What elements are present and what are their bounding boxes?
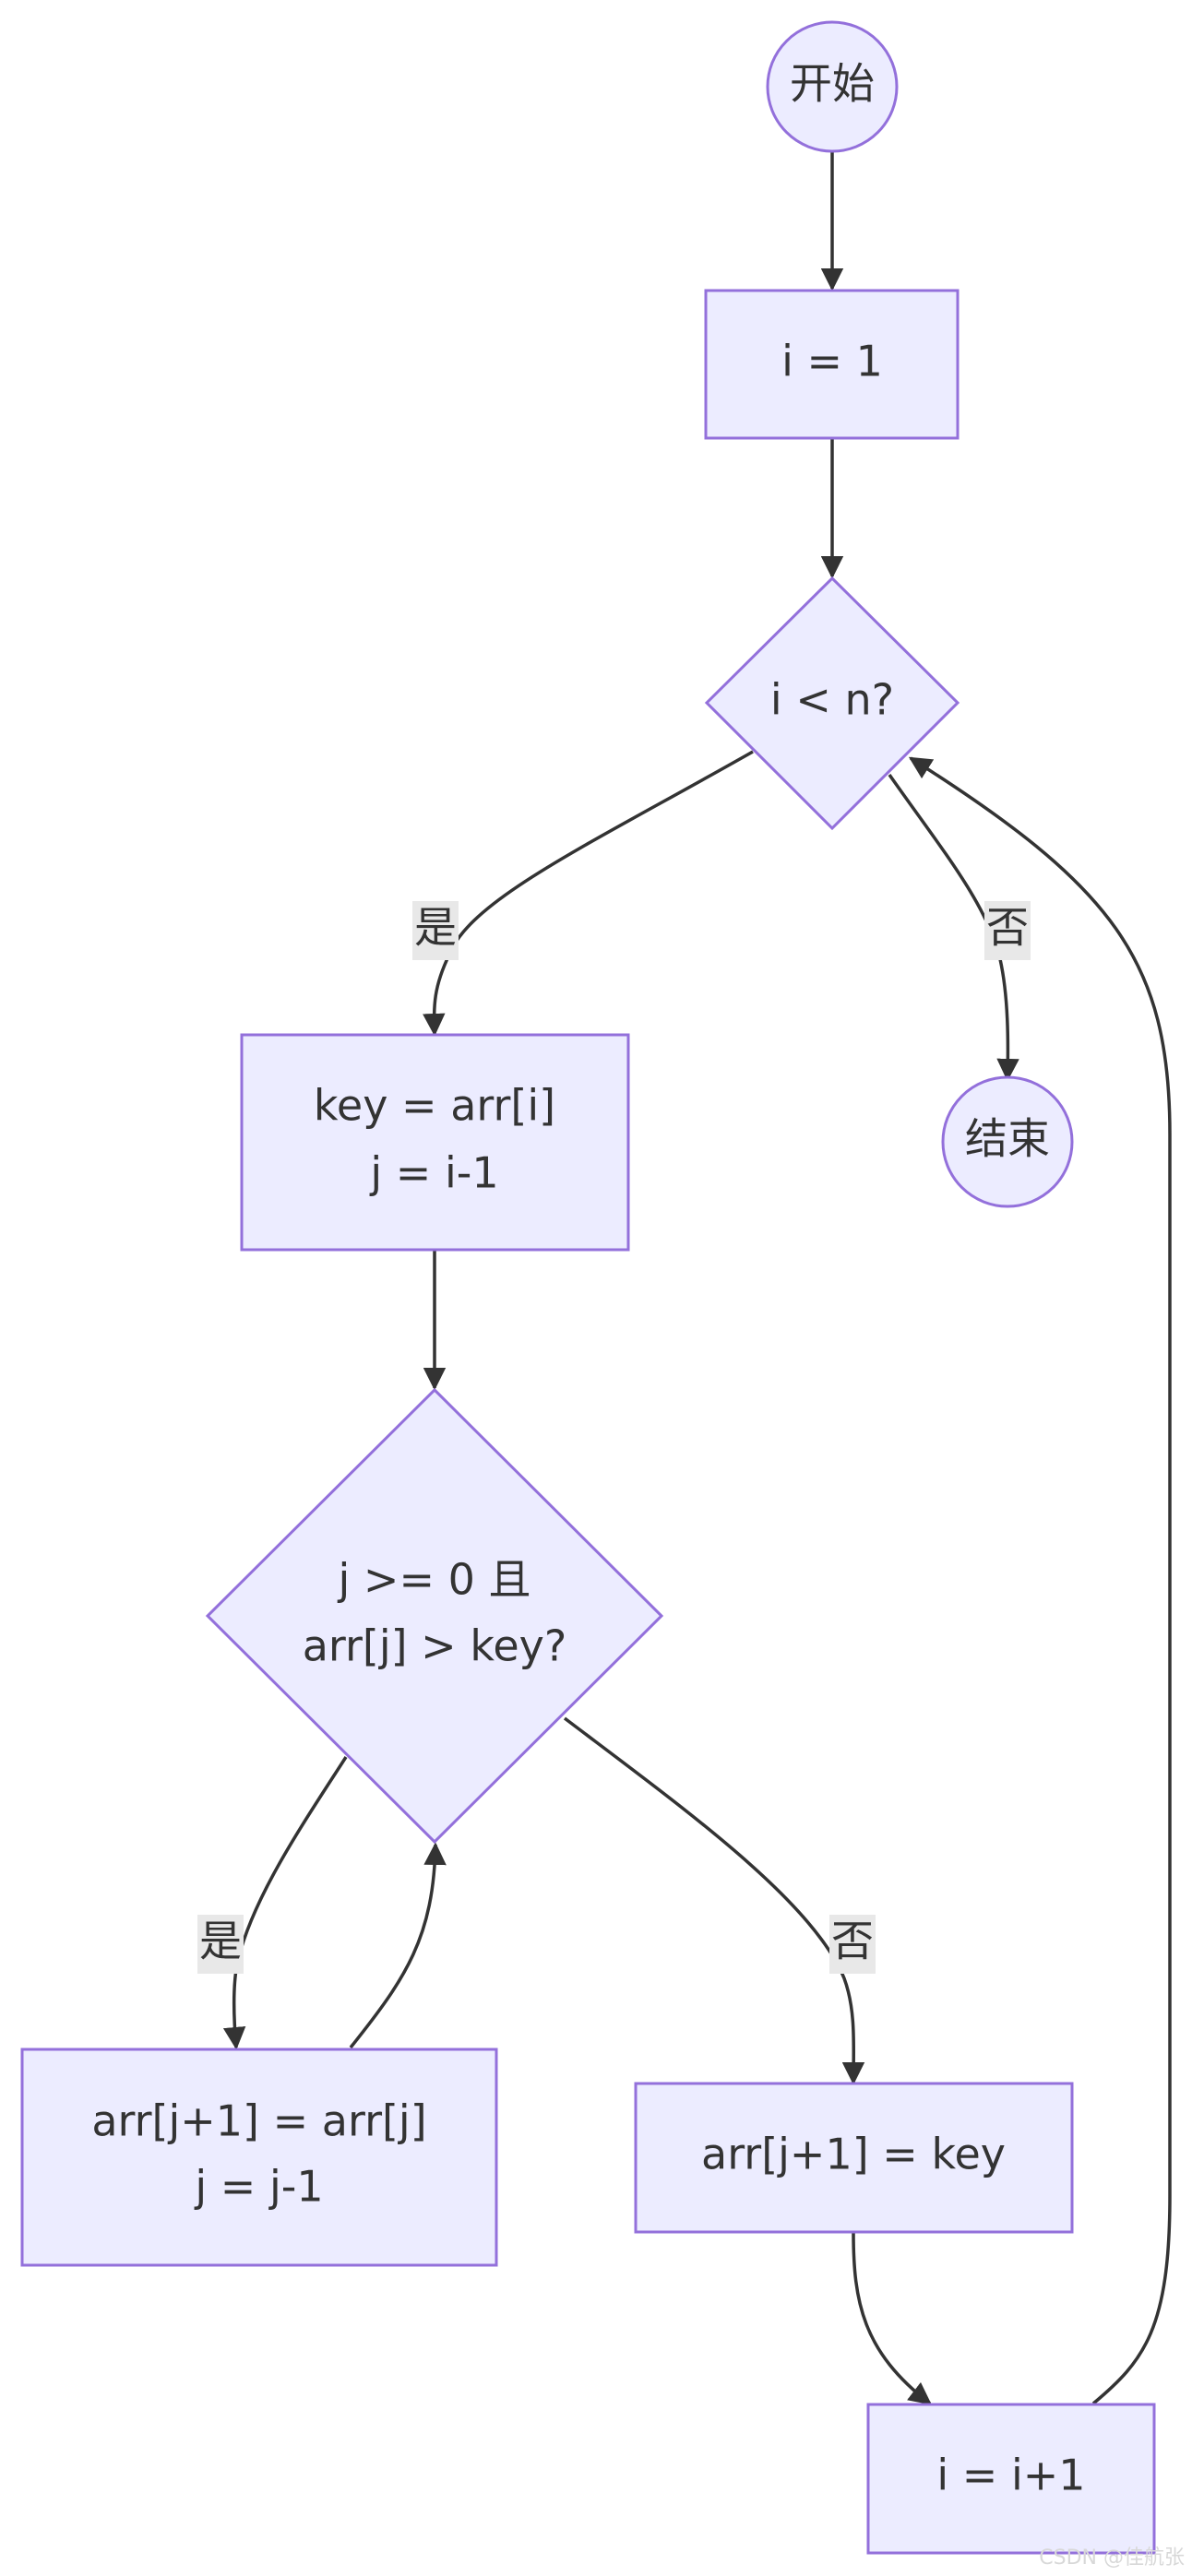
edge-cond-outer-yes: [423, 750, 754, 1037]
svg-text:是: 是: [414, 903, 457, 953]
node-set-key: key = arr[i] j = i-1: [240, 1033, 630, 1252]
node-insert-key: arr[j+1] = key: [634, 2082, 1074, 2234]
edge-incr-to-cond-outer: [908, 756, 1172, 2405]
edge-cond-inner-yes: [222, 1756, 348, 2050]
edge-labels: 是 否 是 否: [197, 901, 1031, 1974]
node-init-i: i = 1: [704, 289, 960, 440]
node-incr-i: i = i+1: [866, 2403, 1156, 2555]
edge-label-outer-yes: 是: [412, 901, 459, 960]
svg-text:j >= 0 且: j >= 0 且: [338, 1555, 531, 1605]
edge-cond-inner-no: [563, 1716, 865, 2085]
svg-text:key = arr[i]: key = arr[i]: [314, 1081, 555, 1131]
edge-shift-back-to-cond-inner: [349, 1842, 447, 2049]
svg-text:否: 否: [831, 1917, 874, 1966]
node-shift: arr[j+1] = arr[j] j = j-1: [20, 2048, 498, 2267]
node-end: 结束: [941, 1075, 1074, 1208]
svg-text:arr[j] > key?: arr[j] > key?: [303, 1621, 567, 1671]
svg-text:开始: 开始: [790, 59, 875, 109]
svg-text:结束: 结束: [965, 1114, 1050, 1164]
node-cond-outer: i < n?: [704, 576, 960, 831]
edges: [222, 152, 1172, 2405]
svg-text:j = i-1: j = i-1: [369, 1148, 498, 1198]
svg-text:j = j-1: j = j-1: [194, 2162, 323, 2212]
svg-text:是: 是: [199, 1917, 242, 1966]
watermark: CSDN @佳航张: [1039, 2546, 1185, 2570]
edge-label-inner-no: 否: [829, 1915, 876, 1974]
svg-text:i = i+1: i = i+1: [936, 2451, 1085, 2500]
node-cond-inner: j >= 0 且 arr[j] > key?: [205, 1387, 664, 1845]
svg-text:arr[j+1] = arr[j]: arr[j+1] = arr[j]: [91, 2096, 426, 2146]
edge-label-outer-no: 否: [984, 901, 1031, 960]
node-start: 开始: [766, 20, 899, 153]
edge-label-inner-yes: 是: [197, 1915, 244, 1974]
edge-insert-to-incr: [852, 2232, 932, 2405]
svg-text:否: 否: [986, 903, 1029, 953]
svg-text:arr[j+1] = key: arr[j+1] = key: [701, 2130, 1006, 2179]
svg-text:i = 1: i = 1: [781, 337, 883, 386]
svg-text:i < n?: i < n?: [770, 675, 894, 725]
